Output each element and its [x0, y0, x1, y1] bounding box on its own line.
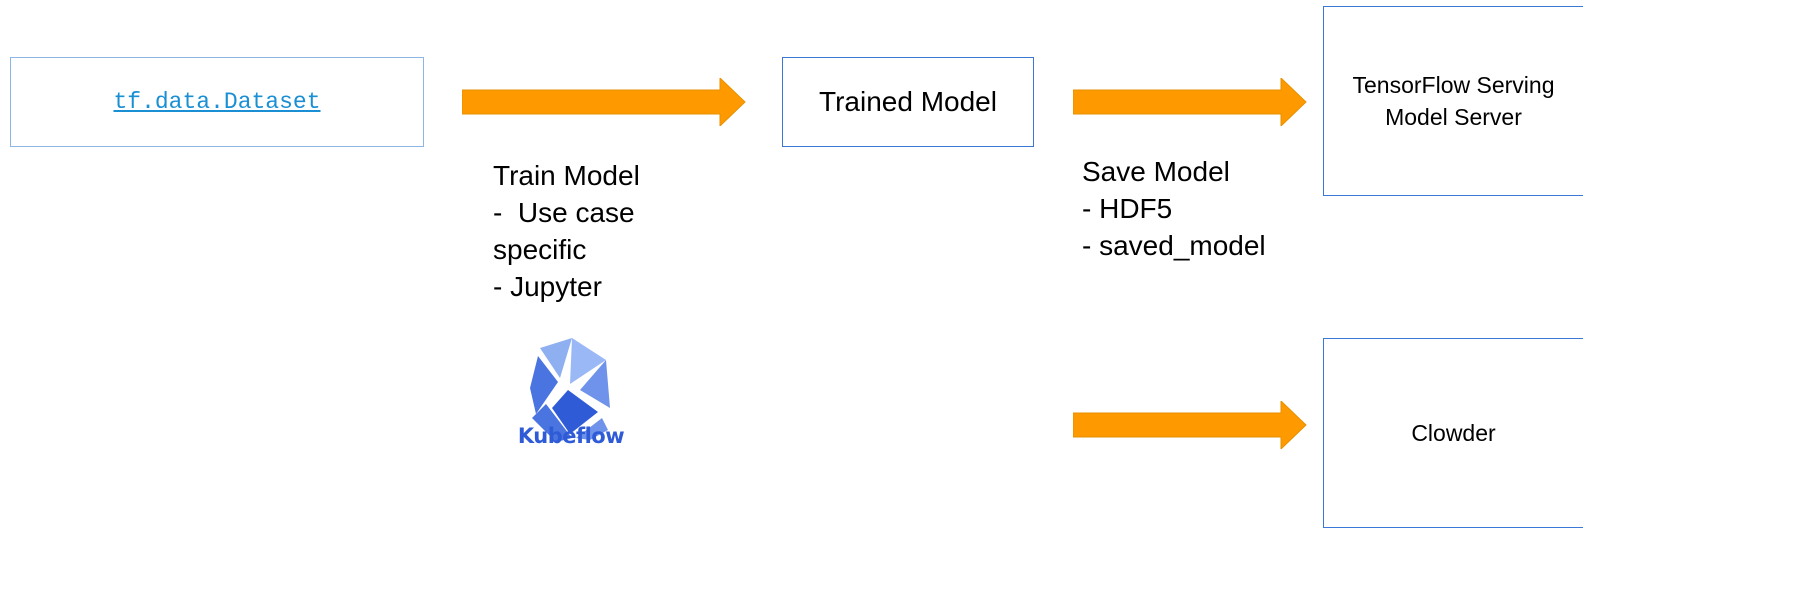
save-arrow [1073, 78, 1307, 126]
clowder-box: Clowder [1323, 338, 1583, 528]
clowder-label: Clowder [1411, 419, 1496, 446]
clowder-arrow [1073, 401, 1307, 449]
save-step-label: Save Model - HDF5 - saved_model [1082, 156, 1266, 261]
tf-serving-label: TensorFlow Serving Model Server [1352, 72, 1555, 130]
kubeflow-logo-text: Kubeflow [517, 424, 625, 448]
tf-serving-box: TensorFlow Serving Model Server [1323, 6, 1583, 196]
kubeflow-logo-icon [530, 338, 610, 442]
dataset-link[interactable]: tf.data.Dataset [113, 89, 321, 115]
train-arrow [462, 78, 746, 126]
trained-model-box: Trained Model [782, 57, 1034, 147]
train-step-label: Train Model - Use case specific - Jupyte… [493, 160, 640, 302]
dataset-box: tf.data.Dataset [10, 57, 424, 147]
trained-model-label: Trained Model [819, 86, 997, 117]
